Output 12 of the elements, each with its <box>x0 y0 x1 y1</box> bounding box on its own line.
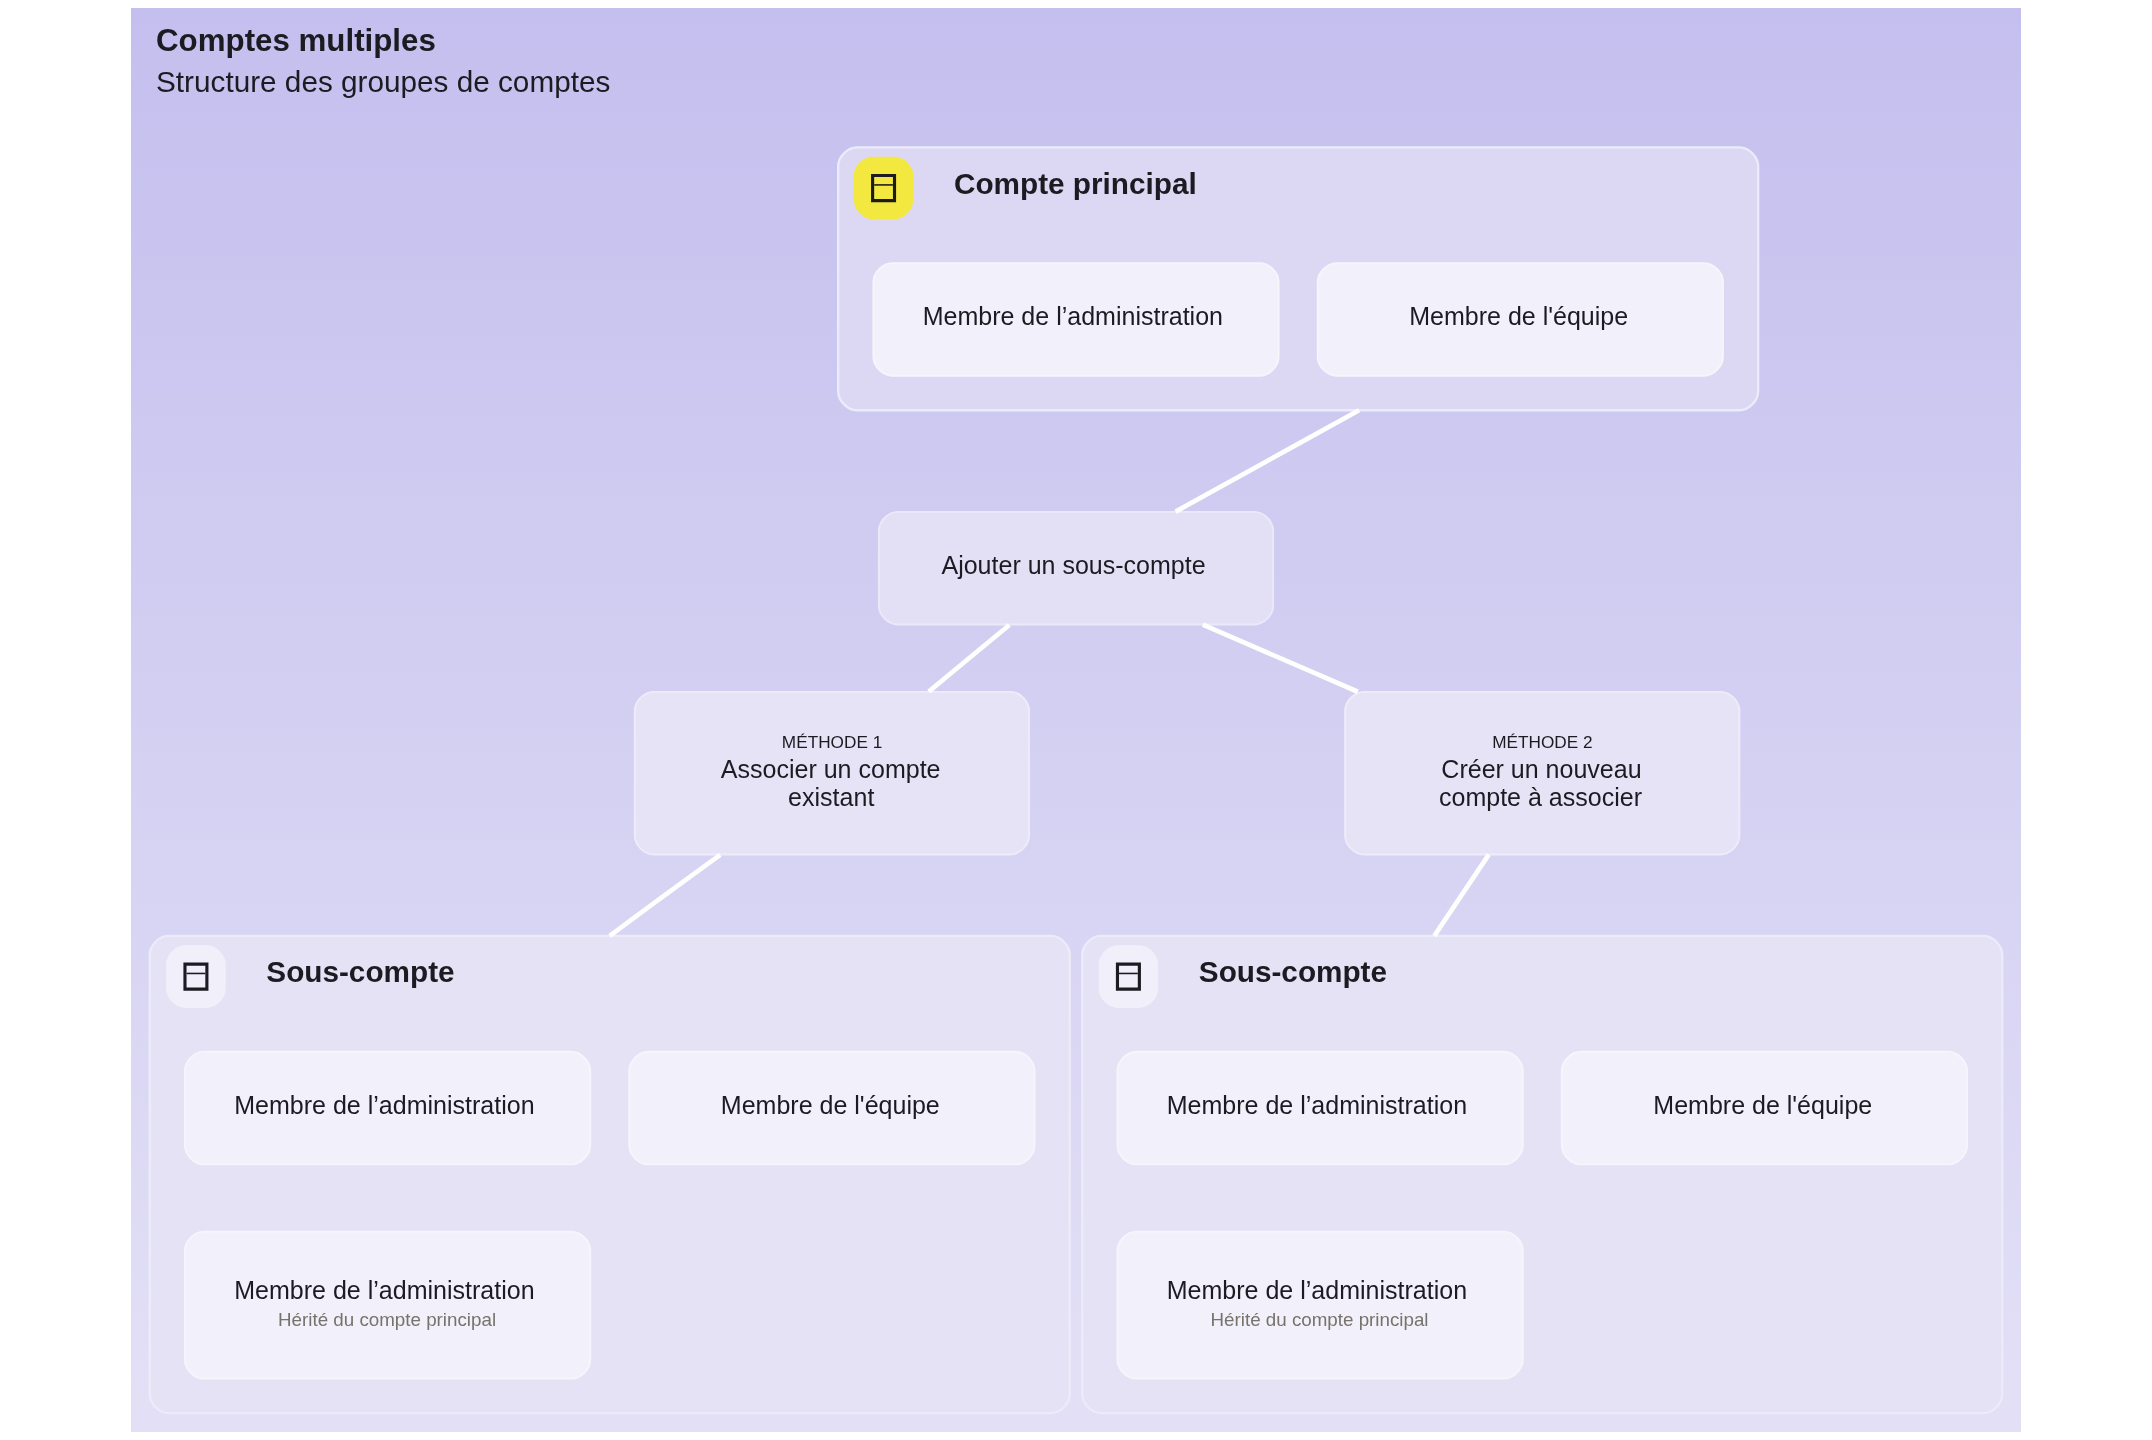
connector <box>1432 853 1491 938</box>
connector <box>608 853 722 938</box>
caption: Structure des groupes de comptes <box>156 65 611 99</box>
node-box: Membre de l’administration <box>872 262 1280 377</box>
node-box: MÉTHODE 1 Associer un compte existant <box>633 690 1030 856</box>
node-box: MÉTHODE 2 Créer un nouveau compte à associer <box>1344 690 1741 856</box>
connector <box>927 623 1011 694</box>
node-box: Ajouter un sous-compte <box>877 510 1275 626</box>
connector <box>1201 622 1359 694</box>
connector <box>1174 408 1361 514</box>
diagram-title: Comptes multiples <box>156 23 436 59</box>
node-box: Membre de l'équipe <box>1316 262 1724 377</box>
